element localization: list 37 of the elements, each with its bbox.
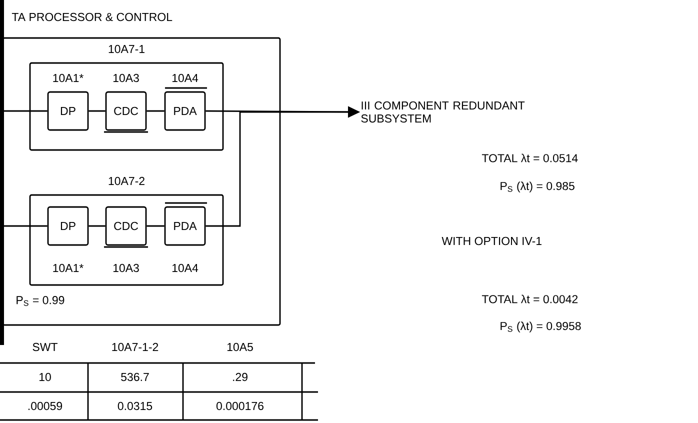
- connector: [146, 225, 164, 227]
- connector: [88, 110, 106, 112]
- table-cell: 0.0315: [118, 402, 152, 410]
- component-box: DP: [47, 91, 89, 131]
- connector: [146, 110, 164, 112]
- part-number: 10A4: [172, 74, 198, 82]
- box-title: 10A7-2: [108, 176, 144, 186]
- result-text: TOTAL λt = 0.0042: [482, 294, 578, 304]
- component-box: CDC: [104, 91, 148, 133]
- column-header: 10A7-1-2: [112, 342, 158, 352]
- table-cell: 10: [39, 372, 51, 382]
- part-number: 10A1*: [53, 264, 84, 272]
- result-text: TOTAL λt = 0.0514: [482, 154, 578, 162]
- table-cell: .00059: [28, 402, 62, 410]
- connector: [4, 110, 48, 112]
- reliability-label: P$_{S}$ = 0.99: [16, 296, 64, 306]
- column-header: 10A5: [227, 342, 253, 352]
- table-cell: 0.000176: [216, 402, 264, 410]
- part-number: 10A3: [113, 264, 139, 272]
- part-number: 10A1*: [53, 74, 84, 82]
- box-title: 10A7-1: [108, 44, 144, 54]
- component-box: CDC: [104, 206, 148, 248]
- table-cell: 536.7: [121, 372, 149, 382]
- connector: [88, 225, 106, 227]
- column-header: SWT: [32, 342, 58, 352]
- result-text: P$_{S}$ (λt) = 0.9958: [500, 322, 581, 332]
- part-number: 10A4: [172, 264, 198, 272]
- component-box: PDA: [164, 87, 207, 131]
- component-box: DP: [47, 206, 89, 246]
- connector: [4, 225, 48, 227]
- part-number: 10A3: [113, 74, 139, 82]
- result-text: P$_{S}$ (λt) = 0.985: [500, 182, 574, 192]
- component-box: PDA: [164, 202, 207, 246]
- section-heading: WITH OPTION IV-1: [442, 236, 542, 246]
- box-title: TA PROCESSOR & CONTROL: [12, 12, 172, 22]
- subsystem-heading: III COMPONENT REDUNDANT SUBSYSTEM: [361, 101, 525, 123]
- table-cell: .29: [233, 372, 248, 382]
